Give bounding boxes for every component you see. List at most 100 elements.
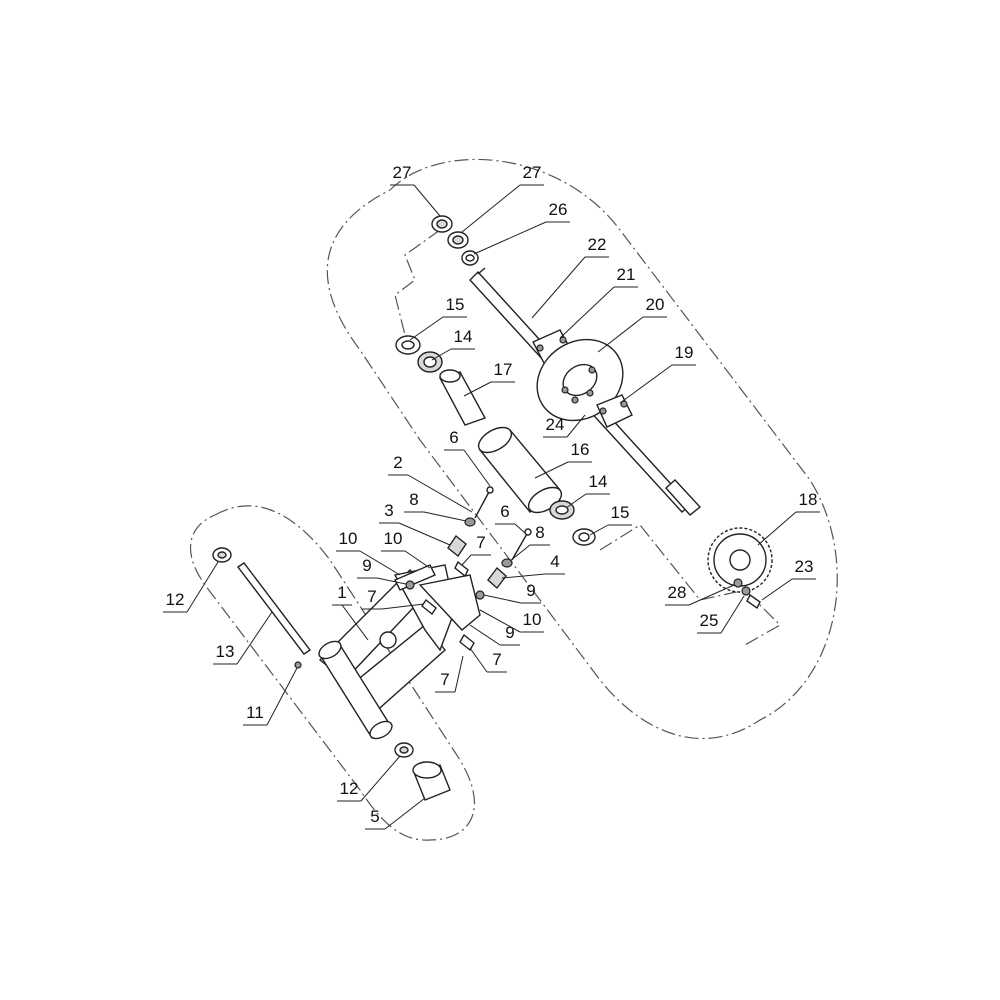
callout-10-b: 10 — [381, 529, 431, 569]
callout-15-a: 15 — [409, 295, 467, 341]
bushing-12-lower — [394, 742, 414, 758]
svg-text:18: 18 — [799, 490, 818, 509]
callout-16: 16 — [534, 440, 592, 479]
svg-text:9: 9 — [526, 581, 535, 600]
svg-text:7: 7 — [476, 533, 485, 552]
pivot-tube — [318, 640, 393, 740]
nut-9-b — [475, 590, 485, 600]
callout-13: 13 — [213, 611, 273, 665]
svg-text:1: 1 — [337, 583, 346, 602]
svg-text:12: 12 — [166, 590, 185, 609]
svg-text:15: 15 — [446, 295, 465, 314]
svg-text:6: 6 — [500, 502, 509, 521]
svg-text:20: 20 — [646, 295, 665, 314]
flange-19 — [596, 394, 633, 428]
svg-text:16: 16 — [571, 440, 590, 459]
callout-10-c: 10 — [479, 609, 544, 633]
svg-text:27: 27 — [393, 163, 412, 182]
sprocket-18 — [707, 527, 773, 593]
svg-text:10: 10 — [339, 529, 358, 548]
bolt-7-c — [459, 633, 475, 652]
svg-text:9: 9 — [505, 623, 514, 642]
callout-9-b: 9 — [483, 581, 541, 604]
bolt-6-b — [511, 528, 532, 561]
svg-text:23: 23 — [795, 557, 814, 576]
callout-8-a: 8 — [404, 490, 467, 522]
nut-8-a — [464, 517, 476, 527]
guide-line-upper — [394, 229, 441, 336]
callout-19: 19 — [619, 343, 696, 404]
svg-text:2: 2 — [393, 453, 402, 472]
pivot-shaft-13 — [236, 562, 312, 655]
callout-9-c: 9 — [469, 623, 520, 646]
callout-2: 2 — [388, 453, 473, 513]
bearing-14-upper — [417, 351, 443, 373]
bushing-3 — [447, 534, 467, 558]
callout-4: 4 — [501, 552, 565, 579]
svg-text:7: 7 — [492, 650, 501, 669]
bolt-6-a — [474, 486, 494, 519]
callout-3: 3 — [379, 501, 451, 546]
callout-6-b: 6 — [495, 502, 526, 534]
group-outline-swingarm — [189, 505, 476, 841]
svg-text:7: 7 — [440, 670, 449, 689]
brake-disc-20 — [536, 338, 624, 422]
callout-1: 1 — [332, 583, 369, 641]
washer-28 — [733, 578, 743, 588]
callout-28: 28 — [665, 583, 735, 606]
callout-11: 11 — [243, 667, 298, 726]
callout-27-a: 27 — [390, 163, 441, 217]
svg-text:8: 8 — [535, 523, 544, 542]
guide-line-right — [599, 524, 781, 646]
callout-15-b: 15 — [589, 503, 632, 536]
svg-text:11: 11 — [246, 703, 264, 722]
svg-text:14: 14 — [589, 472, 608, 491]
callout-8-b: 8 — [509, 523, 550, 562]
callout-7-b: 7 — [362, 587, 425, 610]
nut-8-b — [501, 558, 513, 568]
svg-text:9: 9 — [362, 556, 371, 575]
nut-27-b — [447, 231, 469, 249]
svg-text:24: 24 — [546, 415, 565, 434]
seal-15-lower — [572, 528, 596, 546]
callout-23: 23 — [761, 557, 816, 601]
seal-15-upper — [395, 335, 421, 355]
callout-21: 21 — [559, 265, 638, 339]
svg-text:14: 14 — [454, 327, 473, 346]
svg-text:6: 6 — [449, 428, 458, 447]
nut-25 — [741, 586, 751, 596]
callout-6-a: 6 — [444, 428, 491, 487]
svg-text:22: 22 — [588, 235, 607, 254]
svg-text:3: 3 — [384, 501, 393, 520]
bushing-4 — [487, 566, 507, 590]
nut-9-a — [405, 580, 415, 590]
grease-nipple-11 — [294, 661, 302, 669]
callout-24: 24 — [543, 414, 586, 438]
callout-14-a: 14 — [431, 327, 475, 361]
svg-text:21: 21 — [617, 265, 636, 284]
bearing-14-lower — [549, 500, 575, 520]
nut-27-a — [431, 215, 453, 233]
spacer-17 — [438, 369, 487, 426]
cap-5 — [412, 761, 451, 801]
svg-text:7: 7 — [367, 587, 376, 606]
callout-5: 5 — [365, 797, 426, 830]
callout-9-a: 9 — [357, 556, 407, 585]
svg-text:26: 26 — [549, 200, 568, 219]
svg-text:17: 17 — [494, 360, 513, 379]
callout-10-a: 10 — [336, 529, 401, 576]
bolt-23 — [746, 593, 761, 610]
callout-25: 25 — [697, 595, 745, 634]
svg-text:10: 10 — [384, 529, 403, 548]
group-outline-axle — [326, 158, 838, 740]
callout-14-b: 14 — [565, 472, 610, 509]
callout-7-c: 7 — [469, 647, 507, 673]
callout-7-a: 7 — [461, 533, 491, 566]
svg-text:5: 5 — [370, 807, 379, 826]
svg-text:28: 28 — [668, 583, 687, 602]
svg-text:25: 25 — [700, 611, 719, 630]
bushing-12-upper — [212, 547, 232, 563]
callout-7-d: 7 — [435, 655, 464, 693]
callout-17: 17 — [463, 360, 515, 397]
